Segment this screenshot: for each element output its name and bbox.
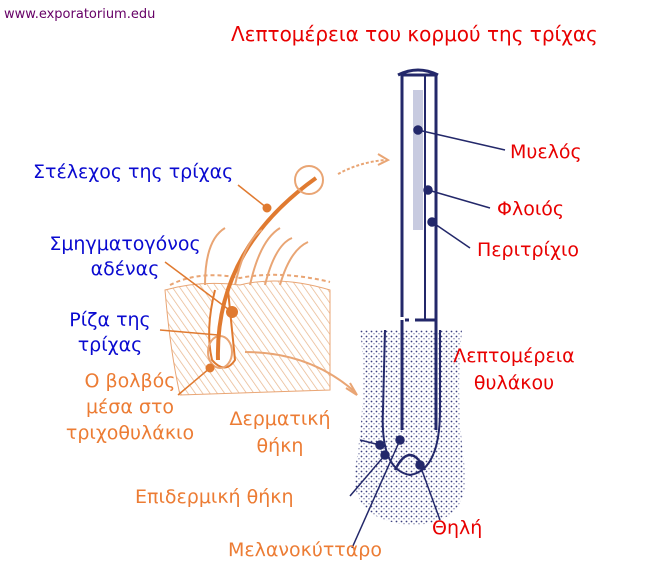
label-dermal-line1: Δερματική [229,408,331,430]
hair-shaft-detail [354,68,466,525]
label-bulb-line3: τριχοθυλάκιο [65,422,195,444]
leader-lines-left [159,184,268,396]
label-bulb: Ο βολβός μέσα στο τριχοθυλάκιο [60,372,200,443]
label-sebaceous-line2: αδένας [90,258,160,280]
label-root: Ρίζα της τρίχας [55,311,165,355]
label-bulb-line1: Ο βολβός [84,370,176,392]
hair-shaft-small [204,153,391,396]
label-bulb-line2: μέσα στο [85,396,175,418]
label-medulla: Μυελός [510,141,582,163]
label-cortex: Φλοιός [497,198,565,220]
label-root-line2: τρίχας [77,334,143,356]
source-url: www.exporatorium.edu [4,7,156,22]
label-follicle-line1: Λεπτομέρεια [453,345,575,367]
label-cuticle: Περιτρίχιο [477,239,580,261]
label-shaft: Στέλεχος της τρίχας [33,161,234,183]
label-sebaceous-gland: Σμηγματογόνος αδένας [25,235,225,279]
label-melanocyte: Μελανοκύτταρο [228,539,382,561]
label-papilla: Θηλή [432,517,483,539]
label-follicle-detail: Λεπτομέρεια θυλάκου [446,347,582,393]
label-follicle-line2: θυλάκου [473,372,555,394]
label-dermal-sheath: Δερματική θήκη [200,410,360,456]
leader-lines-right [349,125,506,549]
label-dermal-line2: θήκη [256,435,304,457]
label-root-line1: Ρίζα της [69,309,151,331]
label-epidermal-sheath: Επιδερμική θήκη [135,486,294,508]
label-sebaceous-line1: Σμηγματογόνος [49,233,201,255]
page-title: Λεπτομέρεια του κορμού της τρίχας [231,22,598,46]
